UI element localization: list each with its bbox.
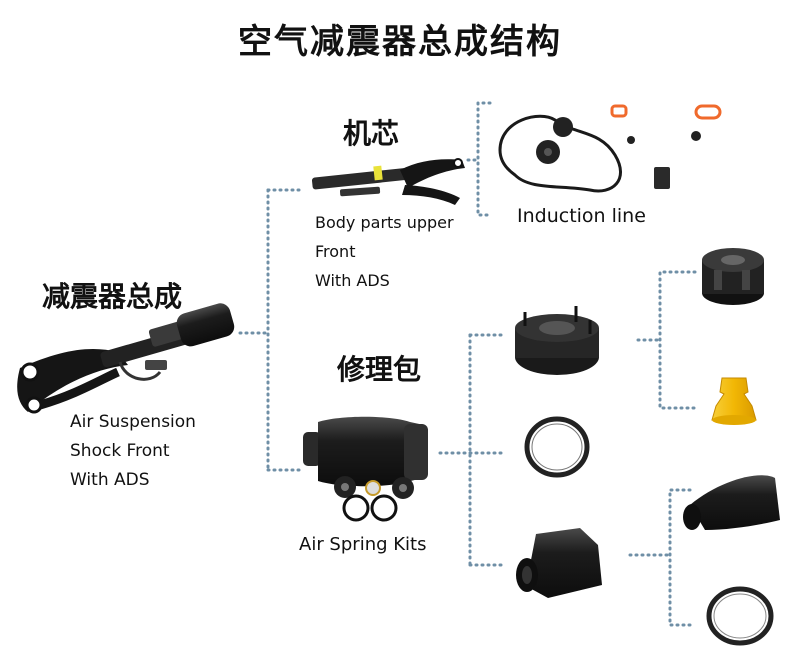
connector-induction-bracket xyxy=(476,101,492,217)
diagram-title: 空气减震器总成结构 xyxy=(238,22,562,62)
sealing-ring-icon xyxy=(524,416,590,478)
rubber-bushing-icon xyxy=(702,248,764,305)
wiring-harness-icon xyxy=(498,104,722,193)
bump-stop-icon xyxy=(711,377,757,425)
retaining-ring-icon xyxy=(706,586,774,646)
core-caption-line-1: Body parts upper xyxy=(315,213,454,232)
air-spring-icon xyxy=(303,416,428,522)
assembly-caption-line-3: With ADS xyxy=(70,470,150,490)
induction-line-label: Induction line xyxy=(517,205,646,227)
rubber-sleeve-icon xyxy=(683,475,780,530)
core-caption-line-2: Front xyxy=(315,242,356,261)
core-caption: Body parts upper Front With ADS xyxy=(315,208,454,295)
connector-lines xyxy=(238,101,697,627)
assembly-caption-line-1: Air Suspension xyxy=(70,412,196,432)
repair-kit-caption: Air Spring Kits xyxy=(299,534,427,555)
dust-boot-icon xyxy=(516,528,602,598)
repair-kit-heading: 修理包 xyxy=(337,353,422,386)
assembly-heading: 减震器总成 xyxy=(42,280,183,313)
core-caption-line-3: With ADS xyxy=(315,271,390,290)
shock-absorber-icon xyxy=(17,303,235,414)
assembly-caption: Air Suspension Shock Front With ADS xyxy=(70,408,196,495)
strut-core-icon xyxy=(311,158,465,205)
connector-mount-bracket xyxy=(658,270,697,410)
assembly-caption-line-2: Shock Front xyxy=(70,441,170,461)
core-heading: 机芯 xyxy=(343,117,400,150)
top-mount-icon xyxy=(515,306,599,375)
